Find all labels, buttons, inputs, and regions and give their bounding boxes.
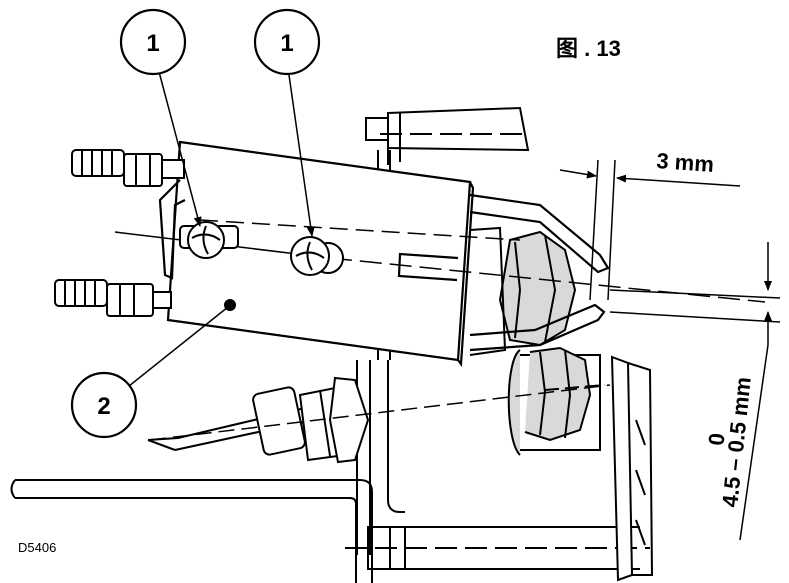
electrode-clips <box>469 193 610 352</box>
leader-2 <box>123 306 229 391</box>
leader-1a <box>157 67 202 227</box>
terminal-pin-upper <box>71 149 185 187</box>
offset-dimension-top: 0 <box>703 432 729 447</box>
callout-1b: 1 <box>253 8 321 76</box>
nozzle-plate <box>610 355 654 582</box>
offset-dimension-bottom: 4.5 – 0.5 mm <box>717 376 756 509</box>
callout-2-label: 2 <box>97 393 110 420</box>
offset-dimension <box>609 242 781 541</box>
drawing-code: D5406 <box>18 540 56 555</box>
ignition-cable <box>147 376 611 464</box>
lower-electrode <box>507 346 606 456</box>
callout-1a-label: 1 <box>146 30 159 57</box>
figure-title: 图 . 13 <box>556 36 621 61</box>
terminal-pin-lower <box>54 279 172 317</box>
leader-1b <box>287 67 315 237</box>
screw-left <box>179 221 239 259</box>
lower-bracket <box>345 526 650 570</box>
callout-1a: 1 <box>119 8 187 76</box>
gap-dimension-label: 3 mm <box>656 148 715 177</box>
lower-pipe <box>10 479 373 583</box>
callout-2: 2 <box>70 371 138 439</box>
upper-bracket <box>365 106 530 165</box>
gap-dimension <box>559 159 741 301</box>
callout-1b-label: 1 <box>280 30 293 57</box>
screw-right <box>290 236 344 276</box>
leader-lines <box>123 67 315 391</box>
